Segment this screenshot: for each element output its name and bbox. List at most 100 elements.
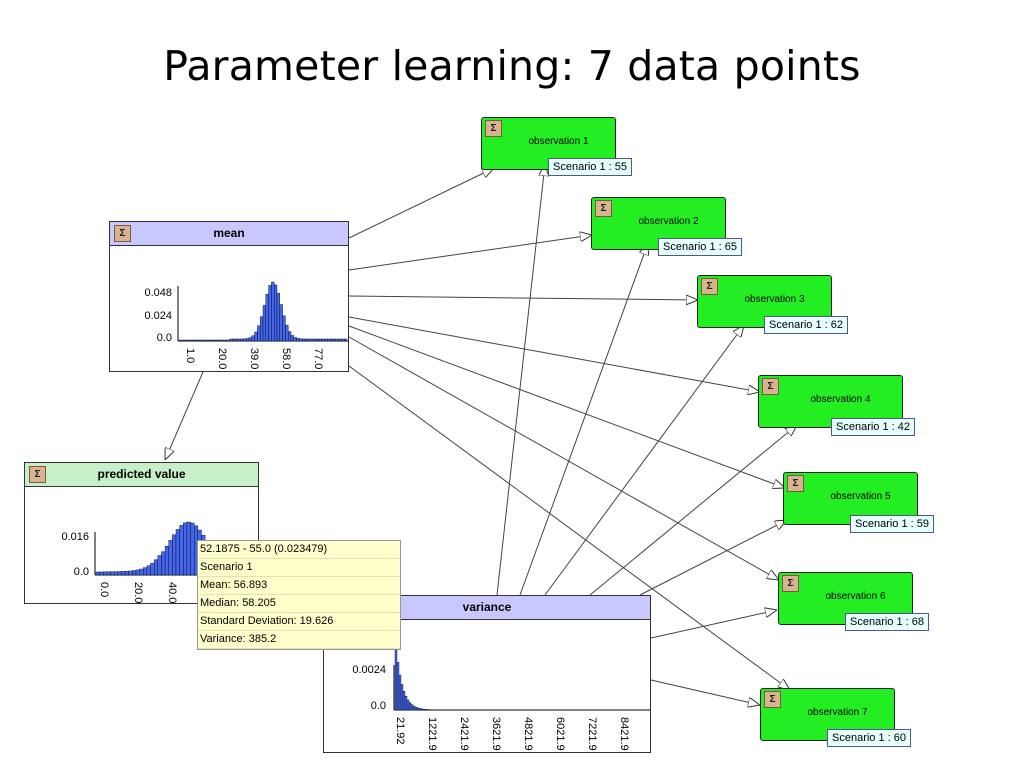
edge-mean-obs5 [348,325,785,488]
mean-histogram-bar [254,331,258,342]
tooltip-line: Standard Deviation: 19.626 [198,613,400,631]
sigma-node-icon[interactable]: Σ [782,575,799,592]
predicted-histogram-bar [124,571,129,576]
predicted-xtick-0: 0.0 [98,582,110,597]
predicted-histogram-bar [99,571,104,576]
predicted-histogram-bar [153,559,159,576]
mean-histogram-bar [234,338,238,342]
sigma-node-icon[interactable]: Σ [485,120,502,137]
mean-histogram-bar [231,338,236,342]
variance-xtick-1: 1221.9 [426,717,438,751]
predicted-histogram-bar [143,567,148,576]
mean-node[interactable]: Σ mean 0.048 0.024 0.0 1.0 20.0 39.0 58.… [109,221,349,372]
variance-xtick-2: 2421.9 [458,717,470,751]
predicted-ytick-0: 0.016 [61,531,89,543]
mean-histogram-bar [259,316,264,342]
variance-histogram-bar [394,644,398,711]
variance-ytick-0: 0.0024 [352,664,386,676]
mean-node-title: mean [213,226,245,240]
histogram-tooltip: 52.1875 - 55.0 (0.023479) Scenario 1 Mea… [197,540,401,650]
predicted-histogram-bar [186,521,191,576]
predicted-histogram-bar [179,525,184,576]
mean-ytick-1: 0.024 [144,310,172,322]
mean-histogram-bar [321,338,325,342]
tooltip-line: Scenario 1 [198,559,400,577]
mean-histogram-bar [282,315,286,342]
mean-histogram-bar [273,284,278,342]
sigma-node-icon[interactable]: Σ [29,466,46,483]
mean-histogram-bar [206,339,210,342]
mean-xtick-3: 58.0 [280,348,292,369]
observation-node-4[interactable]: Σ observation 4 Scenario 1 : 42 [758,375,915,436]
mean-xtick-1: 20.0 [216,348,228,369]
variance-ytick-1: 0.0 [371,700,386,712]
scenario-value-badge: Scenario 1 : 59 [850,515,934,533]
mean-histogram-bar [341,338,345,342]
mean-histogram-bar [189,339,194,342]
mean-histogram-bar [296,338,300,342]
mean-histogram-bar [285,324,289,342]
observation-node-2[interactable]: Σ observation 2 Scenario 1 : 65 [591,197,742,256]
mean-histogram-bar [212,339,216,342]
scenario-value-badge: Scenario 1 : 55 [548,158,632,176]
mean-histogram: 0.048 0.024 0.0 1.0 20.0 39.0 58.0 77.0 [144,281,348,369]
edge-var-obs4 [589,425,797,596]
predicted-histogram-bar [150,562,155,576]
sigma-node-icon[interactable]: Σ [114,225,131,242]
observation-node-1[interactable]: Σ observation 1 Scenario 1 : 55 [481,117,632,176]
observation-node-3[interactable]: Σ observation 3 Scenario 1 : 62 [697,275,848,334]
mean-histogram-bar [279,304,283,342]
predicted-histogram-bar [110,571,115,576]
variance-xtick-0: 21.92 [394,717,406,745]
variance-histogram-bar [404,696,408,711]
variance-histogram-bar [400,684,404,711]
mean-histogram-bar [338,338,342,342]
mean-histogram-bar [226,339,230,342]
observation-node-7[interactable]: Σ observation 7 Scenario 1 : 60 [760,688,911,747]
mean-histogram-bar [187,339,191,342]
predicted-histogram-bar [146,565,151,576]
variance-histogram-bar [422,708,426,711]
mean-histogram-bar [184,339,188,342]
edge-mean-obs6 [348,336,779,580]
mean-histogram-bar [217,339,222,342]
sigma-node-icon[interactable]: Σ [595,200,612,217]
observation-label: observation 2 [638,216,699,227]
mean-histogram-bar [209,339,213,342]
tooltip-line: Median: 58.205 [198,595,400,613]
sigma-node-icon[interactable]: Σ [701,278,718,295]
scenario-value-badge: Scenario 1 : 42 [831,418,915,436]
predicted-node-header[interactable]: Σ predicted value [25,463,258,487]
mean-ytick-2: 0.0 [157,332,172,344]
mean-histogram-bar [220,339,224,342]
variance-histogram-bar [406,699,410,711]
mean-histogram-bar [181,339,185,342]
slide-title: Parameter learning: 7 data points [163,42,861,90]
edge-var-obs2 [519,243,648,596]
scenario-value-badge: Scenario 1 : 62 [764,316,848,334]
scenario-value-badge: Scenario 1 : 65 [658,238,742,256]
variance-node[interactable]: Σ variance 0.0024 0.0 21.92 1221.9 2421.… [323,595,651,753]
edge-var-obs7 [650,679,760,705]
predicted-histogram-bar [132,570,137,576]
sigma-node-icon[interactable]: Σ [764,691,781,708]
observation-node-6[interactable]: Σ observation 6 Scenario 1 : 68 [778,572,929,631]
mean-histogram-bar [251,335,255,342]
mean-histogram-bar [327,338,331,342]
mean-histogram-bar [268,285,272,342]
predicted-histogram-bar [95,571,100,576]
observation-node-5[interactable]: Σ observation 5 Scenario 1 : 59 [783,472,934,533]
variance-histogram-bar [396,662,400,711]
sigma-node-icon[interactable]: Σ [762,378,779,395]
mean-histogram-bar [201,339,205,342]
sigma-node-icon[interactable]: Σ [787,475,804,492]
mean-histogram-bar [335,338,339,342]
mean-xtick-2: 39.0 [248,348,260,369]
observation-label: observation 5 [830,491,891,502]
mean-histogram-bar [203,339,208,342]
mean-node-header[interactable]: Σ mean [110,222,348,246]
predicted-histogram-bar [157,555,162,576]
mean-histogram-bar [262,305,266,342]
mean-histogram-bar [178,339,182,342]
predicted-histogram-bar [106,571,111,576]
